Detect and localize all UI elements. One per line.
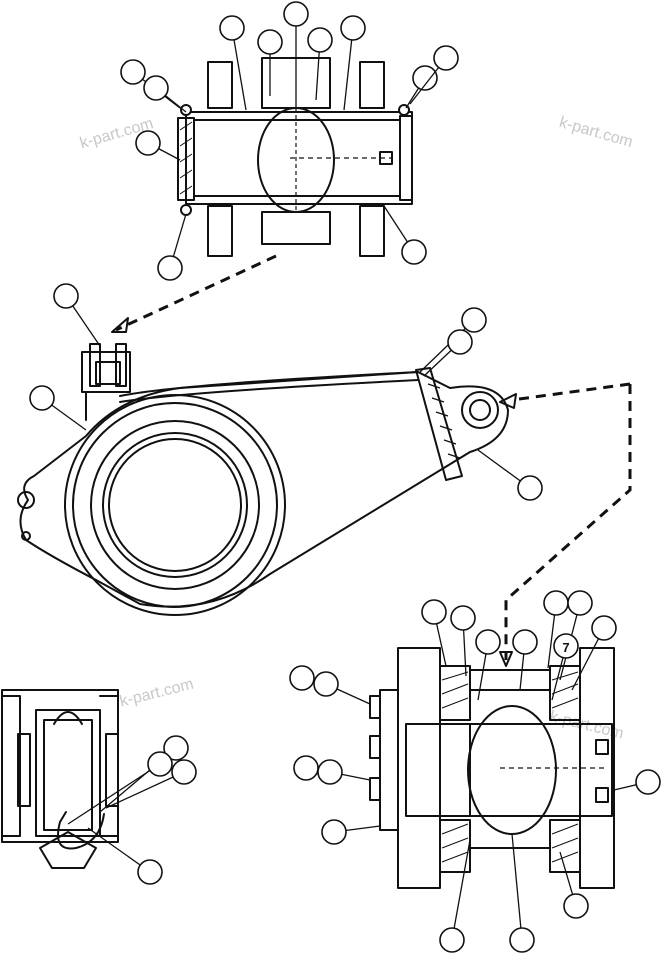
callout-bubble	[475, 629, 501, 655]
callout-bubble	[563, 893, 589, 919]
callout-bubble	[313, 671, 339, 697]
callout-bubble	[401, 239, 427, 265]
callout-bubble	[553, 633, 579, 659]
callout-bubble	[257, 29, 283, 55]
callout-bubble	[120, 59, 146, 85]
callout-bubble	[591, 615, 617, 641]
callout-bubble	[433, 45, 459, 71]
callout-bubble	[137, 859, 163, 885]
callout-bubble	[439, 927, 465, 953]
callout-bubble	[340, 15, 366, 41]
callout-bubble	[447, 329, 473, 355]
callout-bubble	[147, 751, 173, 777]
callout-bubble	[517, 475, 543, 501]
callout-bubble	[512, 629, 538, 655]
callout-bubble	[157, 255, 183, 281]
callout-bubble	[163, 735, 189, 761]
callout-bubble	[307, 27, 333, 53]
callout-bubble	[421, 599, 447, 625]
bottom-pivot-section-view: 7	[289, 590, 661, 953]
callout-bubble	[461, 307, 487, 333]
callout-bubble	[293, 755, 319, 781]
callout-bubble	[289, 665, 315, 691]
callout-bubble	[29, 385, 55, 411]
callout-bubble	[219, 15, 245, 41]
callout-bubble	[143, 75, 169, 101]
callout-bubble	[53, 283, 79, 309]
callout-label: 7	[562, 640, 569, 655]
callout-bubble	[635, 769, 661, 795]
callout-bubble	[412, 65, 438, 91]
callout-bubble	[283, 1, 309, 27]
callout-bubble	[171, 759, 197, 785]
callout-bubble	[321, 819, 347, 845]
callout-bubble	[543, 590, 569, 616]
callout-bubble	[567, 590, 593, 616]
callout-bubble	[509, 927, 535, 953]
retainer-wire-detail-view	[1, 689, 197, 885]
callout-bubble	[317, 759, 343, 785]
callout-bubble	[135, 130, 161, 156]
callout-bubble	[450, 605, 476, 631]
top-pivot-section-view	[111, 1, 459, 333]
equalizer-bar-view	[17, 283, 632, 667]
